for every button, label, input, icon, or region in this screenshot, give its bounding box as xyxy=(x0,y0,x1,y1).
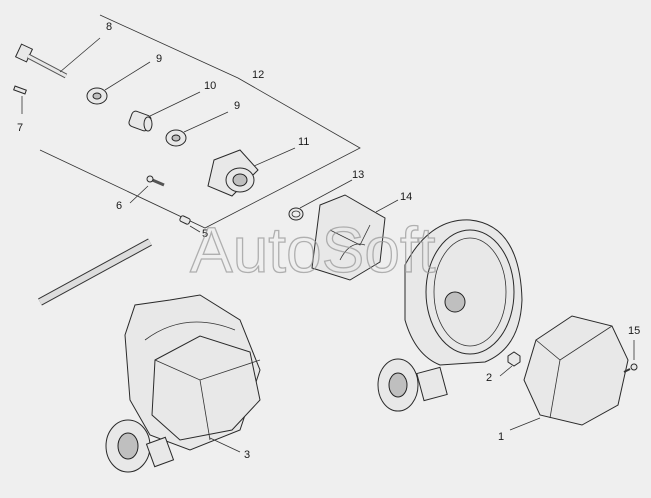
bolt-part-8 xyxy=(14,43,68,79)
leader-10 xyxy=(149,91,201,117)
callout-14: 14 xyxy=(400,191,412,203)
pin-part-5 xyxy=(179,215,191,225)
callout-8: 8 xyxy=(106,21,112,33)
callout-3: 3 xyxy=(244,449,250,461)
leader-6 xyxy=(129,185,149,204)
shaft-rod xyxy=(38,238,152,306)
cover-part-1 xyxy=(523,315,629,426)
callout-13: 13 xyxy=(352,169,364,181)
callout-9-upper: 9 xyxy=(156,53,162,65)
callout-15: 15 xyxy=(628,325,640,337)
leader-5 xyxy=(189,225,201,233)
leader-1 xyxy=(509,417,541,431)
callout-5: 5 xyxy=(202,228,208,240)
callout-10: 10 xyxy=(204,80,216,92)
leader-11 xyxy=(253,147,296,167)
fan-housing-right xyxy=(377,219,523,412)
flange-housing-part-11 xyxy=(207,149,259,197)
bearing-part-9-lower xyxy=(165,129,187,147)
screw-part-15 xyxy=(623,363,638,373)
group-bracket-12 xyxy=(39,14,361,229)
leader-9-upper xyxy=(104,61,151,91)
leader-2 xyxy=(499,365,513,377)
callout-12: 12 xyxy=(252,69,264,81)
callout-11: 11 xyxy=(298,136,309,148)
fan-housing-part-3 xyxy=(105,294,261,473)
callout-6: 6 xyxy=(116,200,122,212)
pin-part-7 xyxy=(13,85,27,95)
watermark: AutoSoft xyxy=(190,214,436,286)
leader-3 xyxy=(209,437,241,453)
callout-1: 1 xyxy=(498,431,504,443)
callout-2: 2 xyxy=(486,372,492,384)
leader-14 xyxy=(375,199,399,213)
leader-13 xyxy=(299,179,353,209)
callout-9-lower: 9 xyxy=(234,100,240,112)
nut-part-2 xyxy=(507,351,521,367)
screw-part-6 xyxy=(146,175,165,187)
bracket-part-14 xyxy=(311,194,386,281)
leader-9-lower xyxy=(183,111,229,133)
callout-7: 7 xyxy=(17,122,23,134)
leader-8 xyxy=(59,37,101,73)
bearing-part-9-upper xyxy=(86,87,108,105)
ring-part-13 xyxy=(288,207,304,221)
sleeve-part-10 xyxy=(128,110,153,132)
